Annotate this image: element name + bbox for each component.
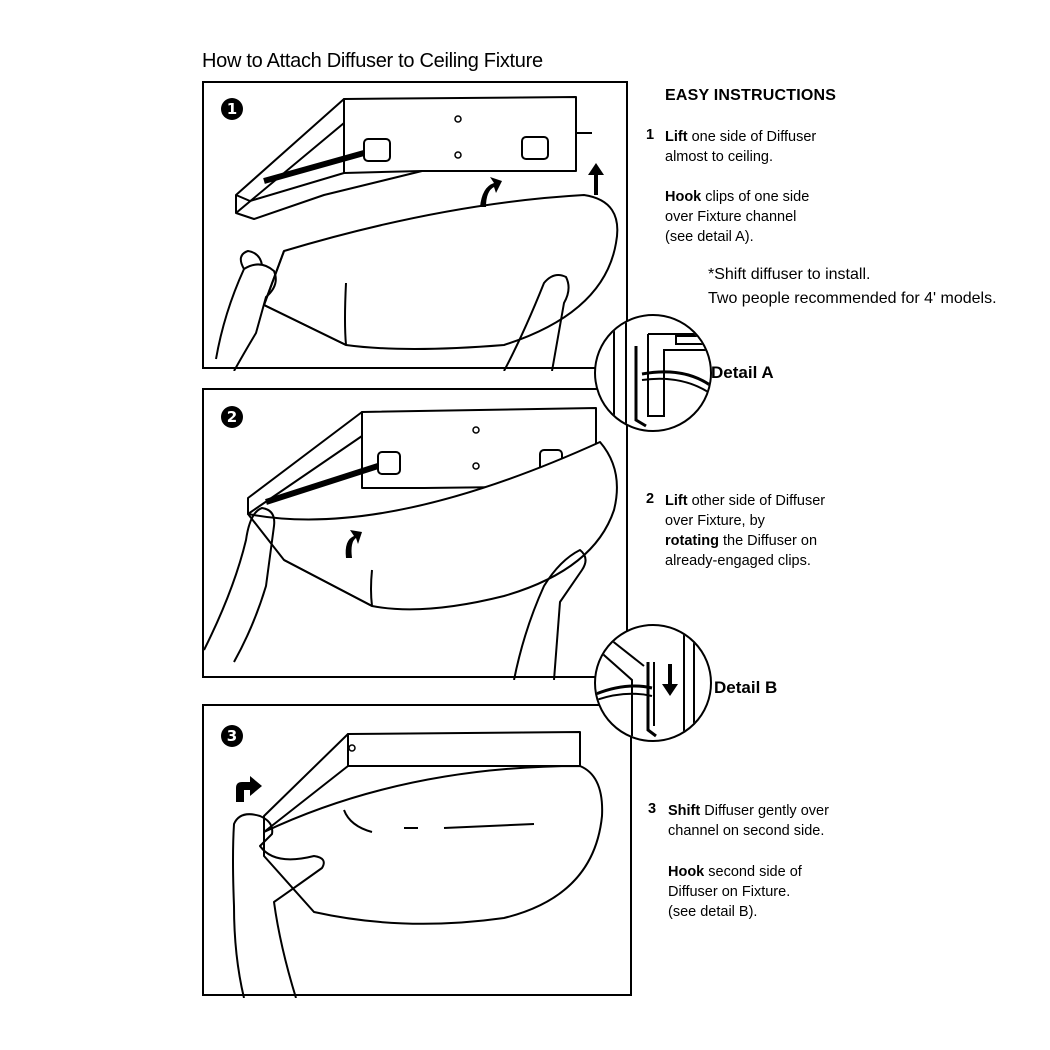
instruction-line: Diffuser on Fixture. bbox=[668, 884, 791, 900]
step-2-number: 2 bbox=[646, 491, 655, 507]
down-arrow-icon bbox=[662, 664, 678, 696]
detail-b-label: Detail B bbox=[714, 678, 778, 697]
step-1-drawing bbox=[215, 96, 619, 371]
step-3-text: Shift Diffuser gently over channel on se… bbox=[668, 801, 829, 841]
instruction-line: channel on second side. bbox=[668, 823, 825, 839]
curved-arrow-icon bbox=[345, 530, 362, 558]
instructions-heading: EASY INSTRUCTIONS bbox=[665, 87, 837, 104]
detail-a-drawing bbox=[613, 316, 710, 430]
curved-arrow-icon bbox=[480, 177, 502, 207]
instruction-line: Shift Diffuser gently over bbox=[668, 803, 829, 819]
step-2-badge: 2 bbox=[221, 406, 243, 428]
instruction-line: over Fixture channel bbox=[665, 209, 797, 225]
instruction-line: (see detail B). bbox=[668, 904, 758, 920]
turn-right-arrow-icon bbox=[236, 776, 262, 802]
note-line-2: Two people recommended for 4' models. bbox=[708, 290, 997, 307]
step-2-illustration: 2 bbox=[202, 388, 628, 680]
instruction-line: Hook second side of bbox=[668, 864, 802, 880]
instruction-line: Hook clips of one side bbox=[665, 189, 810, 205]
instruction-line: almost to ceiling. bbox=[665, 149, 773, 165]
detail-b-drawing bbox=[596, 626, 695, 740]
page-title: How to Attach Diffuser to Ceiling Fixtur… bbox=[202, 50, 543, 72]
step-1-hook-text: Hook clips of one side over Fixture chan… bbox=[665, 187, 809, 247]
detail-a-illustration bbox=[594, 314, 712, 432]
instruction-line: Lift other side of Diffuser bbox=[665, 493, 826, 509]
install-note: *Shift diffuser to install. Two people r… bbox=[708, 263, 997, 311]
instruction-line: over Fixture, by bbox=[665, 513, 765, 529]
step-2-drawing bbox=[204, 407, 618, 680]
step-1-number: 1 bbox=[646, 127, 655, 143]
step-2-text: Lift other side of Diffuser over Fixture… bbox=[665, 491, 825, 571]
instruction-line: already-engaged clips. bbox=[665, 553, 811, 569]
step-1-badge: 1 bbox=[221, 98, 243, 120]
instruction-line: rotating the Diffuser on bbox=[665, 533, 818, 549]
step-3-number: 3 bbox=[648, 801, 657, 817]
detail-b-illustration bbox=[594, 624, 712, 742]
step-1-illustration: 1 bbox=[202, 81, 628, 371]
step-1-text: Lift one side of Diffuser almost to ceil… bbox=[665, 127, 816, 167]
instruction-line: Lift one side of Diffuser bbox=[665, 129, 817, 145]
step-3-hook-text: Hook second side of Diffuser on Fixture.… bbox=[668, 862, 802, 922]
step-3-drawing bbox=[232, 731, 604, 998]
detail-a-label: Detail A bbox=[711, 363, 774, 382]
up-arrow-icon bbox=[588, 163, 604, 195]
instruction-line: (see detail A). bbox=[665, 229, 754, 245]
note-line-1: *Shift diffuser to install. bbox=[708, 266, 871, 283]
step-3-illustration: 3 bbox=[202, 704, 632, 998]
step-3-badge: 3 bbox=[221, 725, 243, 747]
